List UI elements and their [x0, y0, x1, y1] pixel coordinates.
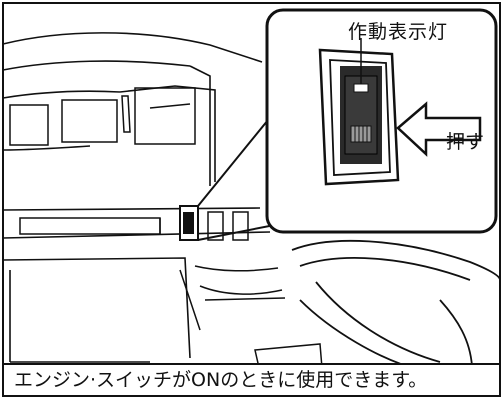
dashboard-lines: [2, 32, 271, 363]
switch-on-dash: [179, 205, 199, 241]
air-vents: [9, 87, 196, 146]
steering-wheel: [291, 239, 501, 371]
push-label: 押す: [446, 131, 485, 153]
zoomed-switch-assembly: [318, 48, 400, 186]
push-arrow-icon: [396, 101, 482, 157]
caption-text: エンジン·スイッチがONのときに使用できます。: [14, 369, 428, 391]
indicator-lamp: [353, 83, 369, 93]
indicator-light-label: 作動表示灯: [348, 21, 449, 43]
grille-icon: [350, 125, 372, 143]
caption-box: [2, 363, 501, 397]
